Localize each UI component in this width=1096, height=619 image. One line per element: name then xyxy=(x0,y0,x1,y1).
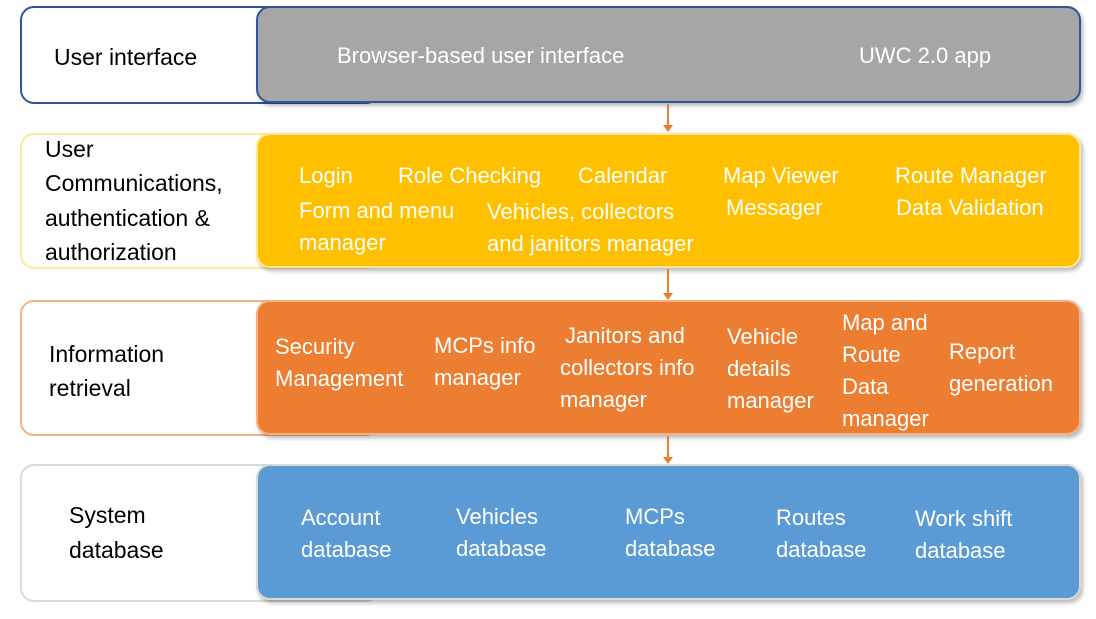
vehicle-details-item-line-2: details xyxy=(727,356,791,381)
vehicles-collectors-item-line-1: Vehicles, collectors xyxy=(487,199,675,224)
information-retrieval-label-line-1: Information xyxy=(49,341,165,367)
browser-ui-item: Browser-based user interface xyxy=(337,43,625,68)
mcps-info-item-line-2: manager xyxy=(434,365,521,390)
user-interface-label: User interface xyxy=(54,44,198,70)
communications-label-line-4: authorization xyxy=(45,239,177,265)
security-management-item-line-2: Management xyxy=(275,366,404,391)
connector-2-arrow xyxy=(663,293,673,300)
routes-database-item-line-1: Routes xyxy=(776,505,846,530)
security-management-item-line-1: Security xyxy=(275,334,355,359)
communications-label-line-2: Communications, xyxy=(45,170,223,196)
user-interface-layer: Browser-based user interface UWC 2.0 app xyxy=(256,6,1081,103)
account-database-item-line-1: Account xyxy=(301,505,381,530)
connector-3-arrow xyxy=(663,457,673,464)
janitors-info-item-line-1: Janitors and xyxy=(565,323,685,348)
login-item: Login xyxy=(299,163,353,188)
connector-3 xyxy=(667,436,669,457)
communications-label-line-1: User xyxy=(45,136,94,162)
form-menu-item-line-1: Form and menu xyxy=(299,198,455,223)
vehicle-details-item-line-3: manager xyxy=(727,388,814,413)
system-database-layer: Account database Vehicles database MCPs … xyxy=(256,464,1081,600)
vehicles-database-item-line-2: database xyxy=(456,536,547,561)
work-shift-database-item-line-1: Work shift xyxy=(915,506,1013,531)
mcps-info-item-line-1: MCPs info xyxy=(434,333,536,358)
routes-database-item-line-2: database xyxy=(776,537,867,562)
information-retrieval-layer: Security Management MCPs info manager Ja… xyxy=(256,300,1081,435)
map-route-data-item-line-4: manager xyxy=(842,406,929,431)
map-viewer-item: Map Viewer xyxy=(723,163,839,188)
connector-1 xyxy=(667,104,669,125)
janitors-info-item-line-2: collectors info xyxy=(560,355,695,380)
form-menu-item-line-2: manager xyxy=(299,230,386,255)
vehicle-details-item-line-1: Vehicle xyxy=(727,324,798,349)
system-database-label-line-2: database xyxy=(69,537,164,563)
communications-label-line-3: authentication & xyxy=(45,205,210,231)
connector-1-arrow xyxy=(663,125,673,132)
mcps-database-item-line-2: database xyxy=(625,536,716,561)
report-generation-item-line-1: Report xyxy=(949,339,1016,364)
report-generation-item-line-2: generation xyxy=(949,371,1053,396)
system-database-label-line-1: System xyxy=(69,502,146,528)
vehicles-collectors-item-line-2: and janitors manager xyxy=(487,231,694,256)
communications-layer: Login Role Checking Calendar Map Viewer … xyxy=(256,133,1081,268)
account-database-item-line-2: database xyxy=(301,537,392,562)
janitors-info-item-line-3: manager xyxy=(560,387,647,412)
information-retrieval-label-line-2: retrieval xyxy=(49,375,131,401)
connector-2 xyxy=(667,269,669,293)
work-shift-database-item-line-2: database xyxy=(915,538,1006,563)
mcps-database-item-line-1: MCPs xyxy=(625,504,685,529)
messager-item: Messager xyxy=(726,195,823,220)
data-validation-item: Data Validation xyxy=(896,195,1044,220)
map-route-data-item-line-3: Data xyxy=(842,374,889,399)
vehicles-database-item-line-1: Vehicles xyxy=(456,504,538,529)
uwc-app-item: UWC 2.0 app xyxy=(859,43,992,68)
calendar-item: Calendar xyxy=(578,163,668,188)
route-manager-item: Route Manager xyxy=(895,163,1047,188)
role-checking-item: Role Checking xyxy=(398,163,542,188)
map-route-data-item-line-1: Map and xyxy=(842,310,928,335)
map-route-data-item-line-2: Route xyxy=(842,342,901,367)
